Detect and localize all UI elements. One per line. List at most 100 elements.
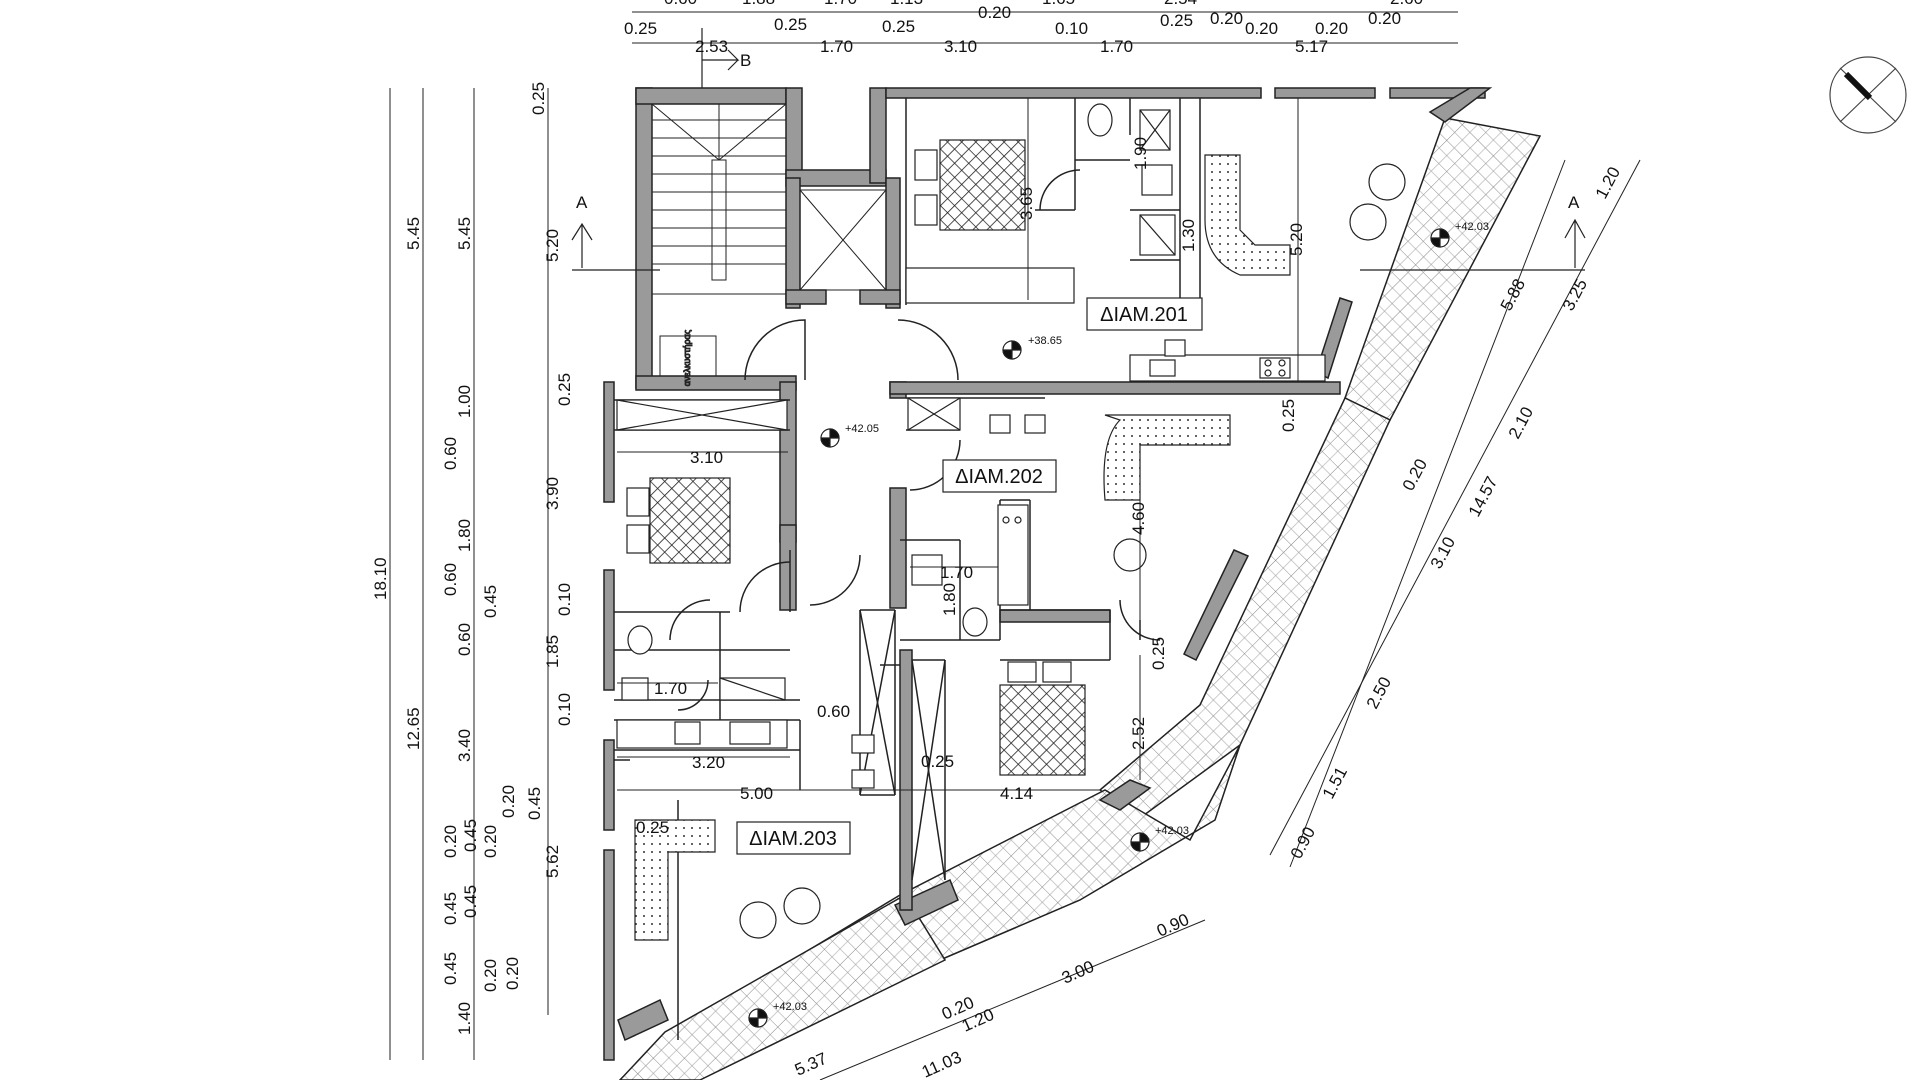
section-a-right-label: A [1568, 193, 1580, 212]
dim-interior: 0.25 [636, 818, 669, 837]
dim-left-col3: 1.00 [455, 385, 474, 418]
furniture [616, 103, 1406, 941]
dim-top-chain: 1.70 [820, 37, 853, 56]
dimension-labels: 0.60 1.88 1.70 1.13 0.20 1.65 2.54 2.60 … [371, 0, 1624, 1080]
dim-left-col4: 5.62 [543, 845, 562, 878]
dim-diag-bottom: 0.90 [1154, 910, 1192, 941]
dim-interior: 1.80 [940, 583, 959, 616]
interior-partitions [614, 98, 1201, 1040]
apartment-label-203: ΔΙΑΜ.203 [749, 828, 837, 850]
dim-interior: 3.10 [690, 448, 723, 467]
dim-diag-right-inner: 0.20 [1399, 456, 1431, 494]
level-label-apt-201: +38.65 [1028, 335, 1062, 347]
dim-interior: 0.25 [1149, 637, 1168, 670]
dim-left-col3: 0.20 [503, 957, 522, 990]
dim-diag-right: 1.51 [1319, 764, 1351, 802]
dim-left-col3-extra: 0.45 [481, 585, 500, 618]
dim-diag-right: 3.10 [1427, 534, 1459, 572]
level-marker-balcony-sw: +42.03 [748, 1001, 807, 1028]
dim-left-col2: 12.65 [404, 707, 423, 750]
dim-top-partial: 1.13 [890, 0, 923, 8]
dim-top-partial: 1.88 [742, 0, 775, 8]
apartment-labels: ΔΙΑΜ.201 ΔΙΑΜ.202 ΔΙΑΜ.203 [736, 297, 1203, 855]
dim-diag-right: 14.57 [1465, 473, 1502, 519]
dim-interior: 1.70 [654, 679, 687, 698]
apartment-label-201: ΔΙΑΜ.201 [1100, 304, 1188, 326]
dim-interior: 2.52 [1129, 717, 1148, 750]
dim-left-col4: 1.85 [543, 635, 562, 668]
dimension-lines [389, 11, 1641, 1080]
dim-left-col3: 0.20 [481, 959, 500, 992]
dim-top-chain: 5.17 [1295, 37, 1328, 56]
dim-left-col2: 5.45 [404, 217, 423, 250]
dim-left-col3: 0.20 [481, 825, 500, 858]
dim-top-row2: 0.25 [882, 17, 915, 36]
dim-left-col3: 0.60 [455, 623, 474, 656]
apartment-label-202: ΔΙΑΜ.202 [955, 466, 1043, 488]
dim-diag-right: 0.90 [1287, 824, 1319, 862]
dim-left-col3: 0.60 [441, 437, 460, 470]
dim-top-chain: 0.25 [624, 19, 657, 38]
dim-top-partial: 1.70 [824, 0, 857, 8]
dim-left-col4: 5.20 [543, 229, 562, 262]
dim-top-partial: 0.60 [664, 0, 697, 8]
north-arrow-icon [1829, 56, 1907, 134]
dim-diag-right: 2.50 [1363, 674, 1395, 712]
dim-top-row2: 0.20 [1368, 9, 1401, 28]
dim-left-col4: 0.10 [555, 693, 574, 726]
dim-left-col3: 3.40 [455, 729, 474, 762]
dim-left-col3: 0.45 [461, 819, 480, 852]
dim-top-partial: 2.60 [1390, 0, 1423, 8]
stair-stamp-text: ανελκυστήρας [682, 329, 692, 386]
dim-interior: 5.20 [1287, 223, 1306, 256]
dim-interior: 0.25 [921, 752, 954, 771]
dim-interior: 0.60 [817, 702, 850, 721]
dim-top-chain: 3.10 [944, 37, 977, 56]
dim-left-col3: 0.20 [441, 825, 460, 858]
dim-left-col3: 0.60 [441, 563, 460, 596]
dim-left-col3: 0.20 [499, 785, 518, 818]
level-label-balcony-se: +42.03 [1155, 825, 1189, 837]
dim-left-total: 18.10 [371, 557, 390, 600]
dim-diag-right: 2.10 [1505, 404, 1537, 442]
level-label-hall: +42.05 [845, 423, 879, 435]
dim-left-col4: 0.10 [555, 583, 574, 616]
dim-diag-bottom: 11.03 [919, 1048, 964, 1080]
level-marker-apt-201: +38.65 [1002, 335, 1062, 360]
dim-top-row2: 0.25 [774, 15, 807, 34]
dim-diag-right: 3.25 [1559, 276, 1591, 314]
dim-interior: 5.00 [740, 784, 773, 803]
dim-left-col4: 0.25 [555, 373, 574, 406]
dim-interior: 4.14 [1000, 784, 1033, 803]
dim-left-col3: 0.45 [461, 885, 480, 918]
dim-diag-right-inner: 5.88 [1497, 276, 1529, 314]
dim-top-row2: 0.20 [1210, 9, 1243, 28]
dim-interior: 0.25 [1279, 399, 1298, 432]
dim-top-partial: 0.20 [978, 3, 1011, 22]
dim-left-col3: 1.40 [455, 1002, 474, 1035]
dim-top-chain: 1.70 [1100, 37, 1133, 56]
dim-diag-bottom: 5.37 [792, 1049, 830, 1080]
dim-top-row2: 0.20 [1245, 19, 1278, 38]
elevator-shaft [799, 189, 887, 291]
dim-left-col4: 3.90 [543, 477, 562, 510]
dim-left-col3: 1.80 [455, 519, 474, 552]
dim-top-partial: 2.54 [1164, 0, 1197, 8]
dim-top-row2: 0.25 [1160, 11, 1193, 30]
dim-left-col3: 5.45 [455, 217, 474, 250]
dim-interior: 4.60 [1129, 502, 1148, 535]
dim-interior: 1.30 [1179, 219, 1198, 252]
dim-left-col3: 0.45 [525, 787, 544, 820]
section-b-label: B [740, 51, 751, 70]
dim-left-col3: 0.45 [441, 892, 460, 925]
dim-top-row2: 0.10 [1055, 19, 1088, 38]
stairwell: ανελκυστήρας [651, 103, 787, 387]
dim-left-col4: 0.25 [529, 82, 548, 115]
section-a-left-label: A [576, 193, 588, 212]
level-marker-balcony-se: +42.03 [1130, 825, 1189, 852]
dim-top-row2: 0.25 [624, 19, 657, 38]
dim-interior: 3.20 [692, 753, 725, 772]
level-label-balcony-sw: +42.03 [773, 1001, 807, 1013]
dim-diag-bottom: 3.00 [1059, 957, 1097, 988]
